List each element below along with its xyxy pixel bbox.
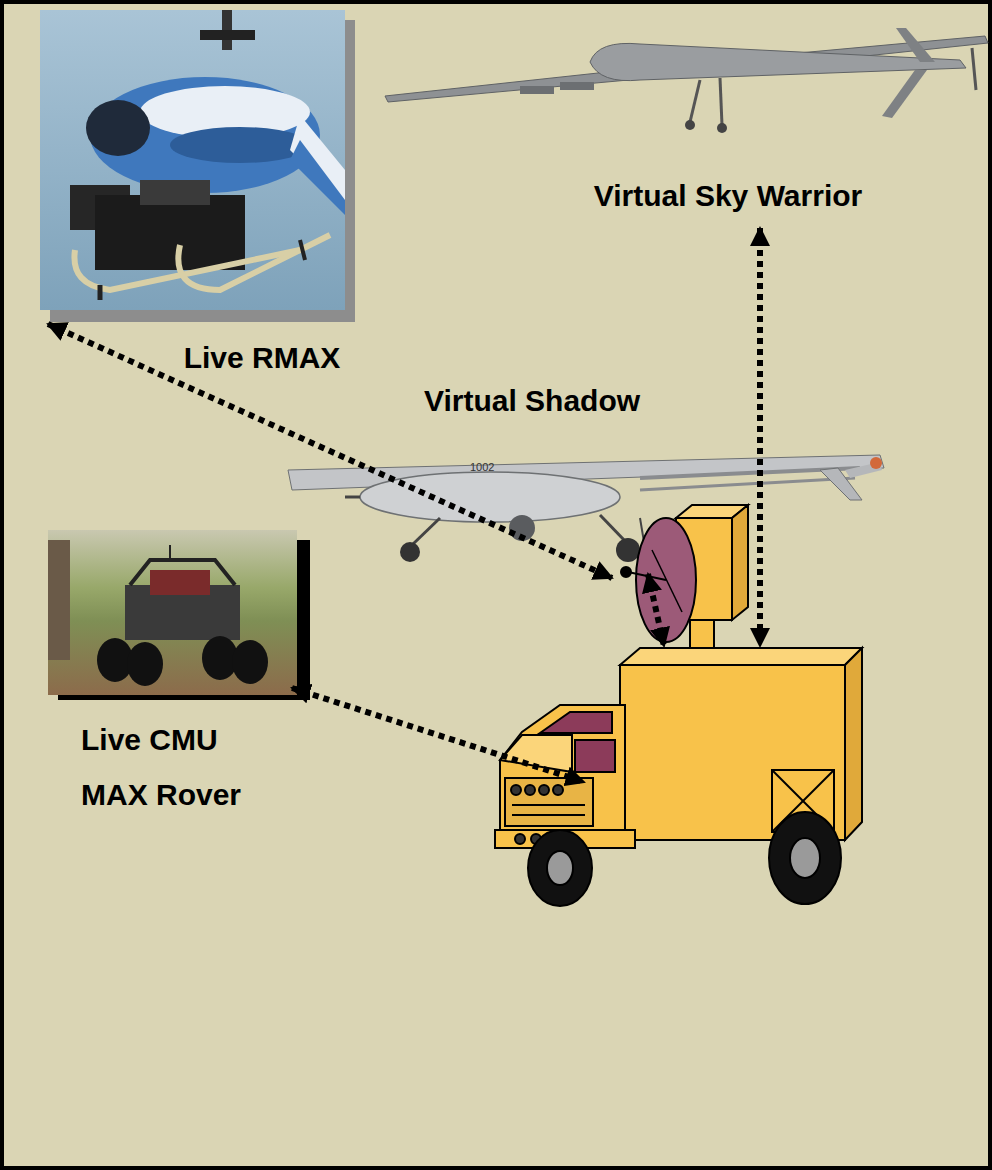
- ground-station-vehicle-part: [790, 838, 820, 878]
- rmax-photo-part: [40, 10, 345, 310]
- ground-station-vehicle-part: [515, 834, 525, 844]
- ground-station-vehicle-part: [511, 785, 521, 795]
- rmax-photo-part-part: [290, 140, 345, 215]
- ground-station-vehicle-part: [525, 785, 535, 795]
- ground-station-vehicle-part: [500, 705, 625, 840]
- rmax-photo-part-part: [200, 30, 255, 40]
- ground-station-vehicle-part: [732, 505, 748, 620]
- sky-warrior-drone-part: [882, 70, 927, 118]
- ground-station-vehicle-part: [553, 785, 563, 795]
- ground-station-vehicle-part: [620, 648, 862, 665]
- ground-station-vehicle-part: [652, 550, 682, 612]
- shadow-drone-part: [600, 515, 626, 542]
- rover-photo-part-part: [150, 570, 210, 595]
- rmax-photo-part-part: [95, 195, 245, 270]
- ground-station-vehicle-part: [505, 778, 593, 826]
- ground-station-vehicle-part: [512, 814, 585, 816]
- node-label: Live RMAX: [181, 340, 344, 376]
- node-label: Virtual Sky Warrior: [591, 178, 865, 214]
- ground-station-vehicle-part: [547, 851, 573, 885]
- ground-station-vehicle-part: [539, 785, 549, 795]
- tail-number: 1002: [470, 461, 494, 473]
- rover-photo-part-part: [232, 640, 268, 684]
- shadow-drone-part: [345, 496, 360, 499]
- ground-station-vehicle-part: [540, 712, 612, 733]
- data-link-arrow: [48, 324, 612, 578]
- rmax-photo: [40, 10, 355, 322]
- rmax-photo-part-part: [178, 235, 330, 290]
- node-label: Live CMU MAX Rover: [78, 712, 274, 822]
- shadow-node: Virtual Shadow: [285, 440, 885, 570]
- sky-warrior-drone-part: [720, 78, 722, 125]
- data-link-arrow: [757, 228, 763, 646]
- rover-photo: [48, 530, 310, 700]
- data-link-arrow: [648, 574, 664, 646]
- rover-photo-part-part: [127, 642, 163, 686]
- rmax-photo-part-part: [86, 100, 150, 156]
- sky-warrior-drone-part: [972, 48, 976, 90]
- shadow-drone: [288, 455, 884, 566]
- sky-warrior-drone-part: [590, 43, 966, 80]
- ground-station-vehicle-part: [769, 812, 841, 904]
- ground-station-vehicle-part: [575, 740, 615, 772]
- ground-station-vehicle-part: [528, 830, 592, 906]
- shadow-drone-part: [640, 478, 855, 490]
- rmax-photo-part-part: [40, 10, 345, 310]
- shadow-drone-part: [616, 538, 640, 562]
- shadow-drone-part: [412, 518, 440, 545]
- rmax-node: Live RMAX: [40, 10, 352, 322]
- shadow-drone-part: [360, 472, 620, 522]
- sky-warrior-drone-part: [560, 82, 594, 90]
- shadow-drone-part: [870, 457, 882, 469]
- ground-station-vehicle: [495, 505, 862, 906]
- sky-warrior-drone-part: [685, 120, 695, 130]
- sky-warrior-drone: [385, 28, 988, 133]
- ground-station-vehicle-part: [845, 648, 862, 840]
- data-link-arrow: [292, 688, 584, 782]
- rmax-photo-part-part: [98, 285, 103, 300]
- ground-station-vehicle-part: [512, 804, 585, 806]
- sky-warrior-drone-part: [690, 80, 700, 122]
- rover-photo-part-part: [48, 530, 297, 695]
- rover-node: Live CMU MAX Rover: [48, 530, 310, 700]
- rmax-photo-part-part: [300, 240, 305, 260]
- sky-warrior-drone-part: [896, 28, 935, 62]
- sky-warrior-node: Virtual Sky Warrior: [380, 0, 988, 170]
- sky-warrior-drone-part: [520, 86, 554, 94]
- rover-photo-part-part: [48, 540, 70, 660]
- rmax-photo-part-part: [140, 180, 210, 205]
- rover-photo-part: [48, 530, 297, 695]
- shadow-drone-part: [400, 542, 420, 562]
- ground-station-vehicle-part: [621, 567, 631, 577]
- rover-photo-part-part: [130, 560, 235, 585]
- rover-photo-part-part: [169, 545, 171, 560]
- rmax-photo-part-part: [170, 127, 310, 163]
- sky-warrior-drone-part: [717, 123, 727, 133]
- sky-warrior-drone-part: [385, 36, 988, 102]
- ground-station-node: [490, 505, 865, 905]
- node-label: Virtual Shadow: [421, 383, 643, 419]
